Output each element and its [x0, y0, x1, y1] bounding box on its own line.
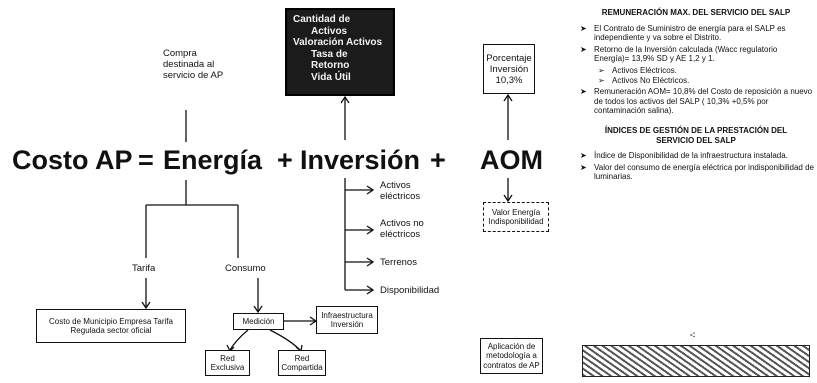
factor-line: Valoración Activos — [293, 37, 383, 48]
image-mark: -: — [690, 330, 696, 339]
plus-sign-2: + — [430, 145, 446, 175]
medicion-box: Medición — [233, 313, 284, 330]
inversion-label: Inversión — [300, 145, 421, 175]
rp-item: ➤ Retorno de la Inversión calculada (Wacc… — [578, 45, 814, 64]
consumo-label: Consumo — [225, 263, 266, 274]
branch-terrenos: Terrenos — [380, 257, 417, 268]
rp-item: ➤ Valor del consumo de energía eléctrica … — [578, 163, 814, 182]
branch-activos-electricos: Activos eléctricos — [380, 180, 421, 202]
red-exclusiva-box: Red Exclusiva — [205, 350, 250, 376]
rp-item: ➤ Índice de Disponibilidad de la infraest… — [578, 151, 814, 161]
tarifa-label: Tarifa — [132, 263, 156, 274]
arrow-bullet-icon: ➤ — [580, 87, 587, 97]
arrow-bullet-icon: ➤ — [580, 151, 587, 161]
rp-subitem: ➢ Activos No Eléctricos. — [578, 76, 814, 86]
arrow-bullet-icon: ➤ — [580, 23, 587, 33]
rp-item-text: Remuneración AOM= 10,8% del Costo de rep… — [594, 87, 813, 116]
factor-line: Cantidad de — [293, 14, 351, 25]
rp-subitem-text: Activos No Eléctricos. — [612, 75, 690, 85]
infraestructura-box: Infraestructura Inversión — [316, 306, 378, 334]
inversion-factors-box: Cantidad de Activos Valoración Activos T… — [285, 8, 395, 96]
rp-subitem: ➢ Activos Eléctricos. — [578, 66, 814, 76]
branch-activos-no-electricos: Activos no eléctricos — [380, 218, 424, 240]
energia-label: Energía — [163, 145, 263, 175]
rp-item-text: El Contrato de Suministro de energía par… — [594, 23, 786, 43]
factor-line: Activos — [311, 25, 348, 37]
red-compartida-box: Red Compartida — [278, 350, 326, 376]
costo-ap-label: Costo AP — [12, 145, 133, 175]
aom-label: AOM — [480, 145, 543, 175]
energia-note: Compra destinada al servicio de AP — [163, 48, 224, 81]
arrow-bullet-icon: ➤ — [580, 162, 587, 172]
right-panel: REMUNERACIÓN MAX. DEL SERVICIO DEL SALP … — [578, 8, 814, 184]
factor-line: Tasa de — [311, 48, 348, 60]
factor-line: Vida Útil — [311, 71, 351, 83]
rp-item: ➤ El Contrato de Suministro de energía pa… — [578, 24, 814, 43]
remuneracion-title: REMUNERACIÓN MAX. DEL SERVICIO DEL SALP — [601, 8, 791, 17]
equals-sign: = — [138, 145, 154, 175]
factor-line: Retorno — [311, 60, 350, 71]
rp-item-text: Retorno de la Inversión calculada (Wacc … — [594, 44, 778, 64]
rp-subitem-text: Activos Eléctricos. — [612, 65, 677, 75]
arrow-bullet-icon: ➢ — [598, 65, 605, 75]
aplicacion-box: Aplicación de metodología a contratos de… — [480, 338, 543, 374]
plus-sign-1: + — [277, 145, 293, 175]
rp-item-text: Valor del consumo de energía eléctrica p… — [594, 162, 814, 182]
rp-item-text: Índice de Disponibilidad de la infraestr… — [594, 151, 788, 161]
arrow-bullet-icon: ➢ — [598, 75, 605, 85]
valor-energia-box: Valor Energía Indisponibilidad — [483, 202, 549, 232]
scanned-image-fragment — [582, 345, 810, 377]
rp-item: ➤ Remuneración AOM= 10,8% del Costo de re… — [578, 87, 814, 116]
tarifa-box: Costo de Municipio Empresa Tarifa Regula… — [36, 309, 186, 343]
indices-title: ÍNDICES DE GESTIÓN DE LA PRESTACIÓN DEL … — [604, 125, 788, 145]
porcentaje-inversion-box: Porcentaje Inversión 10,3% — [483, 44, 535, 94]
branch-disponibilidad: Disponibilidad — [380, 285, 440, 296]
arrow-bullet-icon: ➤ — [580, 44, 587, 54]
